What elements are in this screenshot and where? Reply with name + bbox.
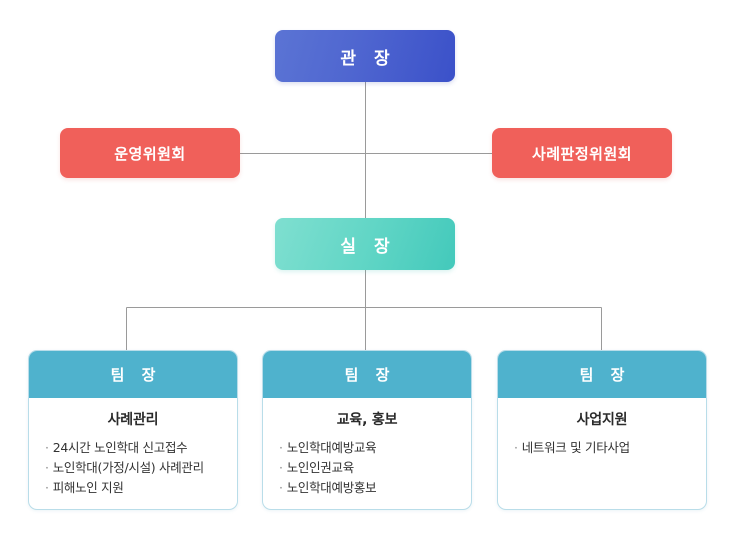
team-body-2: 교육, 홍보 · 노인학대예방교육 · 노인인권교육 · 노인학대예방홍보 [263, 398, 471, 498]
bullet-dot-icon: · [279, 460, 283, 475]
team-list-2: · 노인학대예방교육 · 노인인권교육 · 노인학대예방홍보 [275, 438, 459, 498]
team-header-3: 팀 장 [498, 351, 706, 398]
team-title-2: 교육, 홍보 [336, 412, 398, 428]
team-card-case-management[interactable]: 팀 장 사례관리 · 24시간 노인학대 신고접수 · 노인학대(가정/시설) … [28, 350, 238, 510]
team-card-education-promotion[interactable]: 팀 장 교육, 홍보 · 노인학대예방교육 · 노인인권교육 · 노인학대예방홍… [262, 350, 472, 510]
team-title-1: 사례관리 [107, 412, 159, 428]
node-committee-operations[interactable]: 운영위원회 [60, 128, 240, 178]
bullet-dot-icon: · [279, 440, 283, 455]
team-list-1: · 24시간 노인학대 신고접수 · 노인학대(가정/시설) 사례관리 · 피해… [41, 438, 225, 498]
team-body-3: 사업지원 · 네트워크 및 기타사업 [498, 398, 706, 458]
list-item-label: 노인인권교육 [286, 460, 355, 475]
bullet-dot-icon: · [279, 480, 283, 495]
node-committee-case-judgment[interactable]: 사례판정위원회 [492, 128, 672, 178]
list-item: · 24시간 노인학대 신고접수 [45, 438, 225, 458]
list-item: · 노인인권교육 [279, 458, 459, 478]
node-director-label: 관 장 [340, 48, 396, 69]
node-committee-operations-label: 운영위원회 [114, 144, 186, 163]
team-body-1: 사례관리 · 24시간 노인학대 신고접수 · 노인학대(가정/시설) 사례관리… [29, 398, 237, 498]
list-item-label: 24시간 노인학대 신고접수 [52, 440, 188, 455]
list-item: · 노인학대예방교육 [279, 438, 459, 458]
list-item-label: 노인학대예방홍보 [286, 480, 377, 495]
list-item-label: 노인학대예방교육 [286, 440, 377, 455]
node-manager[interactable]: 실 장 [275, 218, 455, 270]
list-item: · 노인학대예방홍보 [279, 478, 459, 498]
list-item-label: 노인학대(가정/시설) 사례관리 [52, 460, 204, 475]
list-item: · 네트워크 및 기타사업 [514, 438, 694, 458]
list-item-label: 네트워크 및 기타사업 [521, 440, 630, 455]
list-item: · 노인학대(가정/시설) 사례관리 [45, 458, 225, 478]
bullet-dot-icon: · [45, 480, 49, 495]
team-header-2: 팀 장 [263, 351, 471, 398]
team-header-1: 팀 장 [29, 351, 237, 398]
node-committee-case-judgment-label: 사례판정위원회 [531, 144, 633, 163]
list-item: · 피해노인 지원 [45, 478, 225, 498]
team-list-3: · 네트워크 및 기타사업 [510, 438, 694, 458]
bullet-dot-icon: · [45, 440, 49, 455]
bullet-dot-icon: · [45, 460, 49, 475]
node-manager-label: 실 장 [340, 236, 396, 257]
list-item-label: 피해노인 지원 [52, 480, 124, 495]
node-director[interactable]: 관 장 [275, 30, 455, 82]
team-title-3: 사업지원 [576, 412, 628, 428]
team-card-business-support[interactable]: 팀 장 사업지원 · 네트워크 및 기타사업 [497, 350, 707, 510]
bullet-dot-icon: · [514, 440, 518, 455]
